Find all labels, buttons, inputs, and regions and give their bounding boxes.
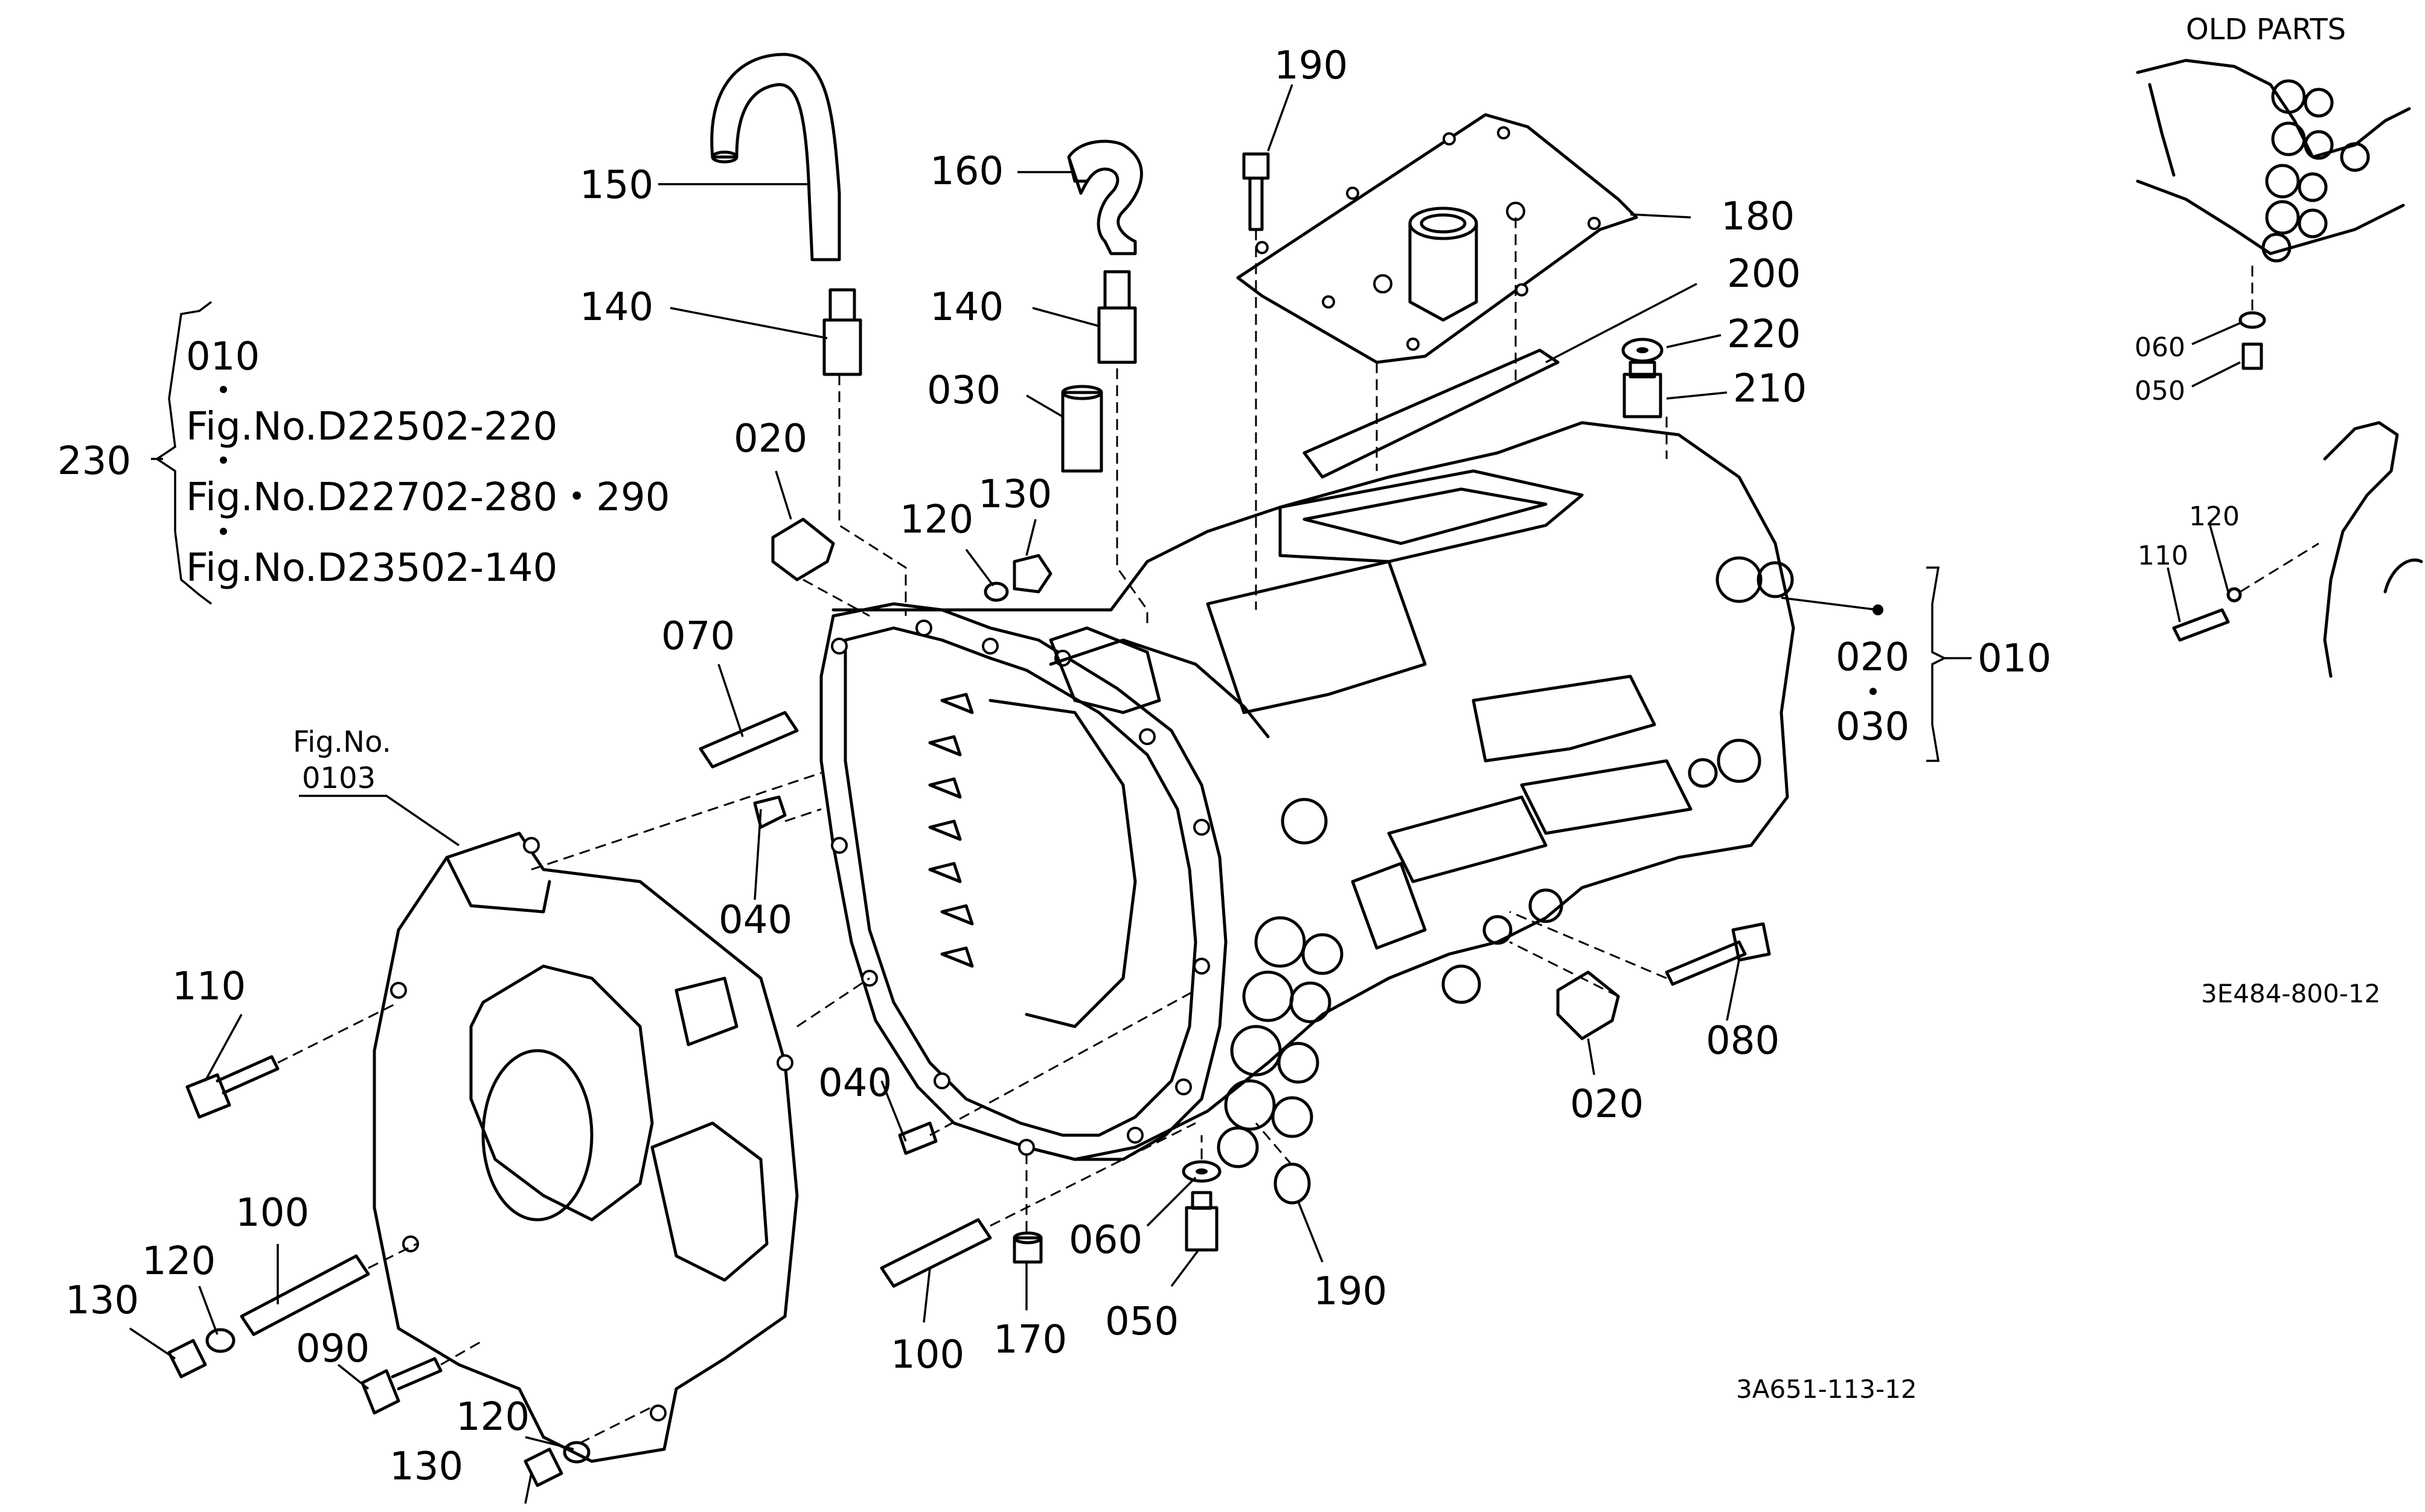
callout-150: 150 xyxy=(580,163,653,208)
callout-090: 090 xyxy=(296,1327,370,1371)
old-parts-callout-120: 120 xyxy=(2189,501,2240,532)
group-230: 230 010 Fig.No.D22502-220 Fig.No.D22702-… xyxy=(57,335,670,591)
nut-130-left xyxy=(167,1339,207,1379)
bolt-080 xyxy=(1665,922,1771,986)
group-010-number: 010 xyxy=(1978,636,2051,681)
callout-100-left: 100 xyxy=(235,1191,309,1235)
collar-020-bottom xyxy=(1556,970,1620,1040)
old-parts-callout-110: 110 xyxy=(2138,540,2188,571)
old-parts-title: OLD PARTS xyxy=(2186,13,2346,46)
callout-190-top: 190 xyxy=(1274,43,1348,88)
group-230-line3: Fig.No.D22702-280・290 xyxy=(186,475,670,520)
callout-130-bottom: 130 xyxy=(389,1444,463,1489)
stud-100-left xyxy=(240,1254,370,1336)
callout-110: 110 xyxy=(172,964,246,1009)
nut-130-top xyxy=(1013,554,1052,594)
stud-100-bottom xyxy=(880,1218,992,1288)
transmission-case xyxy=(831,421,1795,1168)
plug-050 xyxy=(1185,1191,1219,1252)
pipe-030 xyxy=(1061,385,1103,473)
washer-060 xyxy=(1182,1160,1222,1183)
washer-220 xyxy=(1621,338,1664,363)
group-230-line2: Fig.No.D22502-220 xyxy=(186,405,557,449)
stud-070 xyxy=(699,711,799,769)
pipe-140-b xyxy=(1097,270,1137,364)
old-parts-inset: OLD PARTS 060 050 120 110 3E484-800-12 xyxy=(2135,13,2423,1008)
callout-050: 050 xyxy=(1105,1299,1179,1344)
callout-120-top: 120 xyxy=(900,498,973,542)
group-010-line2: 030 xyxy=(1836,705,1909,749)
old-parts-callout-050: 050 xyxy=(2135,376,2185,406)
plug-190-bottom xyxy=(1273,1162,1311,1205)
old-parts-callout-060: 060 xyxy=(2135,332,2185,363)
group-010-line1: 020 xyxy=(1836,635,1909,680)
callout-140-left: 140 xyxy=(580,285,653,330)
group-230-line1: 010 xyxy=(186,335,260,379)
callout-020-bottom: 020 xyxy=(1570,1082,1644,1127)
plate-200 xyxy=(1302,348,1560,479)
bolt-110 xyxy=(185,1055,280,1119)
nut-130-bottom xyxy=(524,1447,563,1487)
bolt-190-top xyxy=(1242,152,1270,231)
callout-130-top: 130 xyxy=(978,472,1052,517)
callout-120-left: 120 xyxy=(142,1239,216,1284)
collar-020-top xyxy=(771,517,835,581)
pin-040-bottom xyxy=(898,1121,938,1155)
fig-ref-line2: 0103 xyxy=(302,761,376,795)
callout-220: 220 xyxy=(1727,312,1801,357)
hose-160 xyxy=(1067,139,1143,255)
leader-lines xyxy=(129,84,1972,1504)
washer-120-bottom xyxy=(563,1441,591,1464)
callout-040-top: 040 xyxy=(719,898,792,943)
group-230-number: 230 xyxy=(57,439,131,484)
drawing-code: 3A651-113-12 xyxy=(1736,1374,1917,1404)
callout-210: 210 xyxy=(1733,367,1807,411)
callout-140-right: 140 xyxy=(930,285,1004,330)
assembly-lines xyxy=(277,217,1668,1444)
fig-reference: Fig.No. 0103 xyxy=(293,725,391,795)
flywheel-housing xyxy=(373,831,799,1463)
washer-120-top xyxy=(984,581,1009,602)
callout-060: 060 xyxy=(1069,1218,1142,1263)
callout-070: 070 xyxy=(661,614,735,659)
callout-100-bottom: 100 xyxy=(891,1333,964,1377)
callout-040-bottom: 040 xyxy=(818,1061,892,1106)
top-cover xyxy=(1236,113,1638,364)
callout-160: 160 xyxy=(930,149,1004,194)
bolt-090 xyxy=(360,1357,443,1415)
group-010: 020 030 010 xyxy=(1836,635,2051,749)
callout-labels: 150 160 190 180 200 220 210 140 140 030 … xyxy=(65,43,1807,1489)
group-230-line4: Fig.No.D23502-140 xyxy=(186,546,557,591)
plug-170 xyxy=(1013,1231,1043,1264)
plug-210 xyxy=(1623,360,1662,418)
callout-130-left: 130 xyxy=(65,1278,139,1323)
pin-040-top xyxy=(753,795,787,829)
callout-190-bottom: 190 xyxy=(1313,1269,1387,1314)
hose-150 xyxy=(710,53,841,261)
pipe-140-a xyxy=(822,288,862,376)
callout-120-bottom: 120 xyxy=(456,1395,530,1440)
callout-020-top: 020 xyxy=(734,417,807,461)
callout-170: 170 xyxy=(993,1318,1067,1362)
fig-ref-line1: Fig.No. xyxy=(293,725,391,759)
callout-030: 030 xyxy=(927,368,1001,413)
callout-180: 180 xyxy=(1721,194,1795,239)
old-parts-code: 3E484-800-12 xyxy=(2201,979,2380,1008)
washer-120-left xyxy=(205,1328,235,1353)
callout-080: 080 xyxy=(1706,1019,1780,1063)
callout-200: 200 xyxy=(1727,252,1801,296)
front-bell-housing xyxy=(819,602,1270,1161)
